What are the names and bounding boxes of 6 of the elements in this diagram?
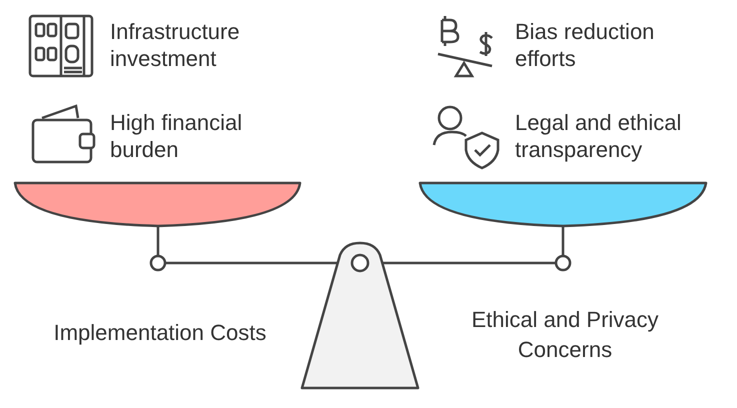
side-label: Implementation Costs: [52, 319, 268, 347]
item-text: Bias reduction efforts: [515, 18, 656, 72]
item-text: High financial burden: [110, 109, 244, 163]
item-text: Legal and ethical transparency: [515, 109, 682, 163]
side-label: Ethical and Privacy Concerns: [470, 306, 660, 364]
item-text: Infrastructure investment: [110, 18, 241, 72]
